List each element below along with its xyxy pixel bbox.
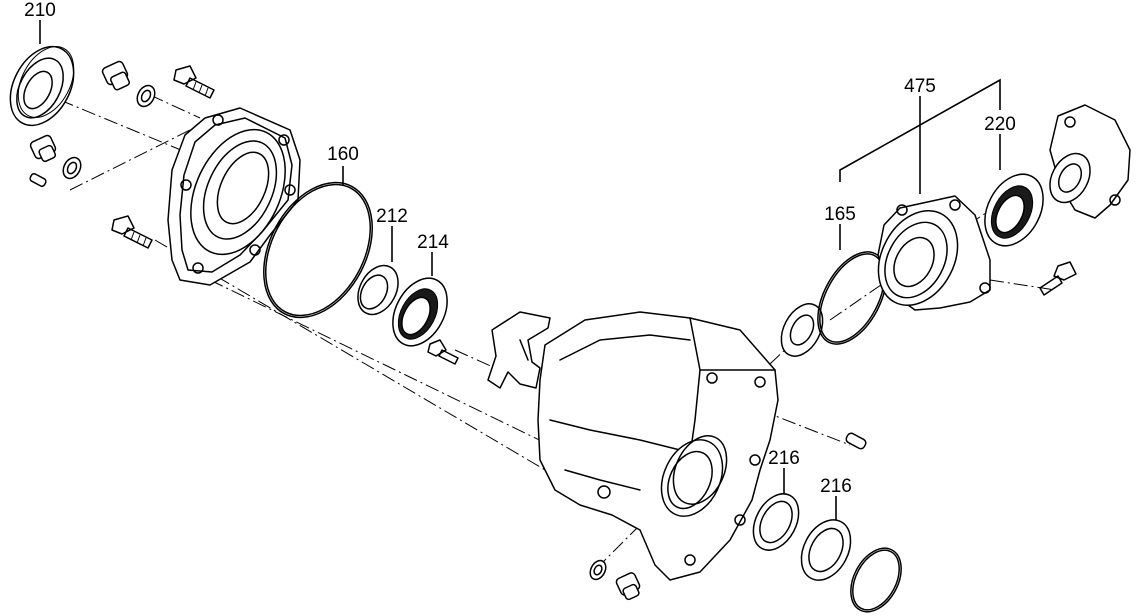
left-cover-housing: [167, 107, 301, 286]
label-212: 212: [376, 206, 408, 227]
part-210-shaft-seal: [9, 45, 75, 127]
part-216-ring-a: [752, 493, 800, 551]
label-220: 220: [984, 114, 1016, 135]
bolt-upper-left: [173, 65, 215, 99]
part-475-bearing-housing: [877, 195, 991, 311]
part-214-seal: [392, 277, 448, 347]
part-220-seal: [984, 173, 1044, 247]
part-160-o-ring: [263, 181, 373, 319]
bottom-plug-and-oring: [589, 559, 641, 601]
small-bolt-center: [427, 339, 459, 365]
bracket-plate: [487, 311, 551, 389]
main-housing: [537, 311, 779, 581]
part-216-ring-b: [800, 519, 852, 581]
label-216-b: 216: [820, 476, 852, 497]
label-160: 160: [327, 144, 359, 165]
leader-lines: [39, 20, 1001, 520]
label-475: 475: [904, 76, 936, 97]
part-165-o-ring: [817, 251, 887, 345]
plug-and-oring-upper: [101, 60, 156, 108]
plug-and-oring-lower: [29, 134, 82, 187]
thrust-washer: [780, 303, 824, 357]
label-214: 214: [417, 232, 449, 253]
part-212-seal-ring: [357, 264, 399, 316]
label-216-a: 216: [768, 448, 800, 469]
label-165: 165: [824, 204, 856, 225]
bolt-right: [1039, 261, 1077, 296]
bolt-lower-left: [111, 215, 153, 249]
label-210: 210: [24, 0, 56, 21]
part-labels: 210 160 212 214 475 220 165 216 216: [24, 0, 1016, 497]
output-flange: [1049, 104, 1131, 219]
bottom-o-ring: [850, 547, 902, 613]
dowel-pin: [845, 432, 867, 450]
